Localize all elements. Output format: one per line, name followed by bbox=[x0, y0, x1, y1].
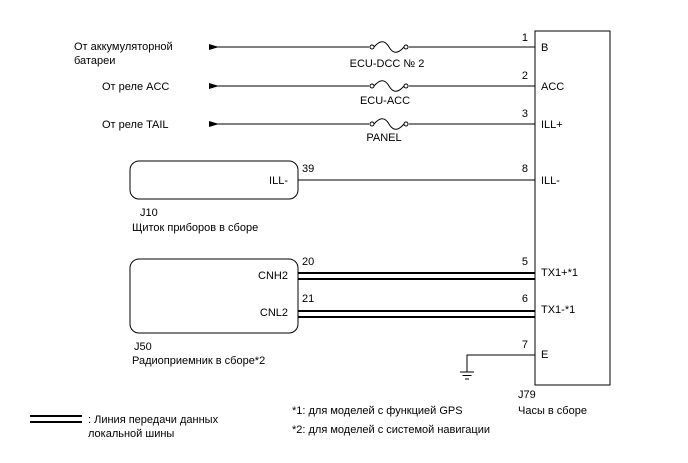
clock-pin-3-num: 3 bbox=[522, 108, 528, 120]
clock-name: Часы в сборе bbox=[518, 405, 587, 417]
fuse-ecu-acc-icon bbox=[369, 80, 409, 92]
meter-pin-label: ILL- bbox=[269, 175, 288, 187]
footnote-2: *2: для моделей с системой навигации bbox=[292, 424, 490, 436]
clock-unit-box bbox=[534, 30, 611, 386]
meter-code: J10 bbox=[140, 207, 158, 219]
legend-line2: локальной шины bbox=[88, 428, 174, 440]
clock-pin-8-num: 8 bbox=[522, 163, 528, 175]
radio-pin-21-label: CNL2 bbox=[260, 307, 288, 319]
radio-pin-21-num: 21 bbox=[302, 293, 314, 305]
radio-code: J50 bbox=[134, 341, 152, 353]
radio-pin-20-num: 20 bbox=[302, 256, 314, 268]
radio-pin-20-label: CNH2 bbox=[258, 270, 288, 282]
meter-pin-num: 39 bbox=[302, 163, 314, 175]
source-acc-label: От реле ACC bbox=[102, 81, 169, 93]
arrow-acc-icon bbox=[209, 83, 219, 89]
ground-icon bbox=[460, 371, 474, 380]
radio-box bbox=[129, 258, 299, 334]
clock-pin-6-label: TX1-*1 bbox=[541, 304, 575, 316]
footnote-1: *1: для моделей с функцией GPS bbox=[292, 405, 463, 417]
fuse-ecu-dcc-icon bbox=[369, 41, 409, 53]
clock-pin-6-num: 6 bbox=[522, 293, 528, 305]
data-bus-cnh2 bbox=[298, 272, 535, 280]
clock-code: J79 bbox=[518, 389, 536, 401]
clock-pin-5-label: TX1+*1 bbox=[541, 267, 578, 279]
source-tail-label: От реле TAIL bbox=[102, 119, 169, 131]
fuse-panel-label: PANEL bbox=[366, 132, 401, 144]
fuse-panel-icon bbox=[369, 118, 409, 130]
wire-ground bbox=[466, 354, 535, 372]
clock-pin-8-label: ILL- bbox=[541, 175, 560, 187]
clock-pin-5-num: 5 bbox=[522, 256, 528, 268]
clock-pin-2-label: ACC bbox=[541, 81, 564, 93]
clock-pin-1-num: 1 bbox=[522, 32, 528, 44]
arrow-battery-icon bbox=[209, 44, 219, 50]
legend-data-bus-icon bbox=[30, 415, 82, 423]
clock-pin-2-num: 2 bbox=[522, 70, 528, 82]
clock-pin-1-label: B bbox=[541, 42, 548, 54]
legend-line1: : Линия передачи данных bbox=[88, 414, 219, 426]
data-bus-cnl2 bbox=[298, 310, 535, 318]
source-battery-label-line1: От аккумуляторной bbox=[74, 41, 173, 53]
clock-pin-7-label: E bbox=[541, 349, 548, 361]
arrow-tail-icon bbox=[209, 121, 219, 127]
fuse-ecu-dcc-label: ECU-DCC № 2 bbox=[350, 58, 425, 70]
source-battery-label-line2: батареи bbox=[74, 55, 115, 67]
meter-name: Щиток приборов в сборе bbox=[132, 222, 258, 234]
clock-pin-7-num: 7 bbox=[522, 339, 528, 351]
fuse-ecu-acc-label: ECU-ACC bbox=[360, 95, 410, 107]
clock-pin-3-label: ILL+ bbox=[541, 119, 563, 131]
radio-name: Радиоприемник в сборе*2 bbox=[132, 355, 265, 367]
